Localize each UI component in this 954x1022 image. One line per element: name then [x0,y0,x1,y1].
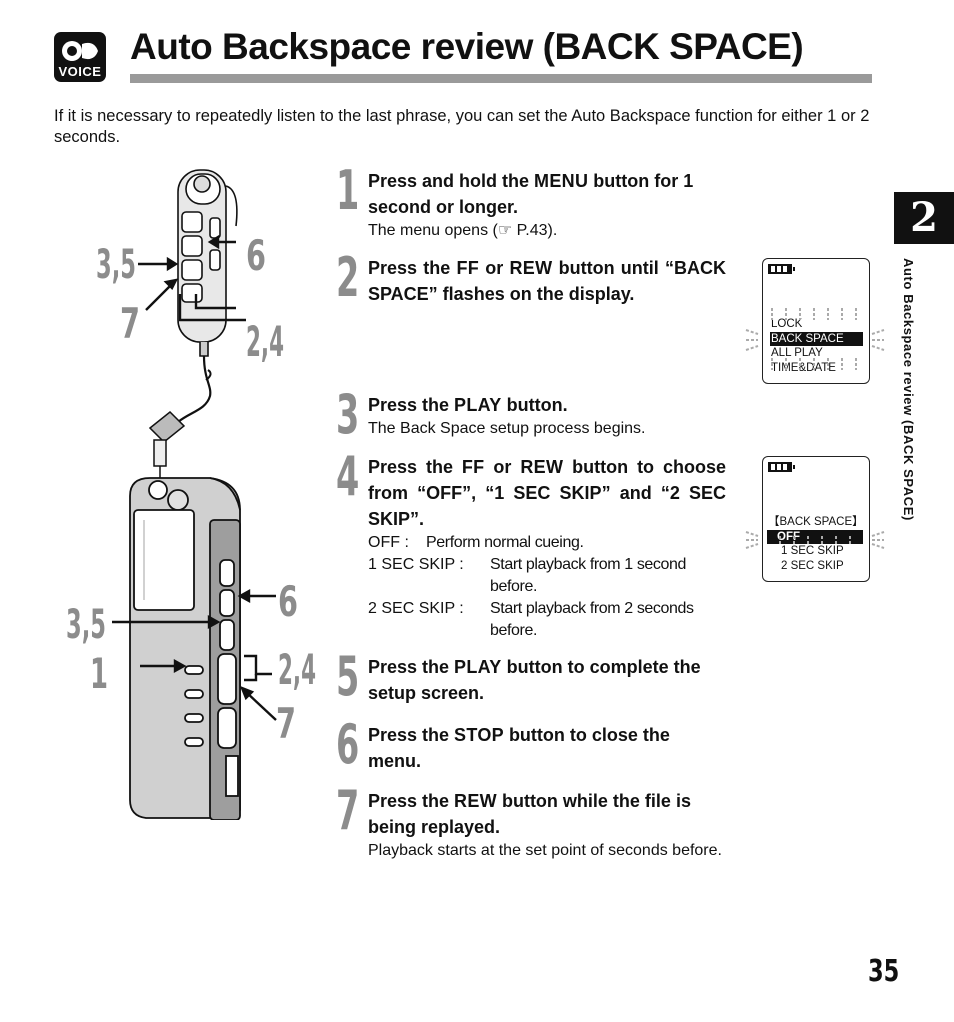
lcd-item-back-space: BACK SPACE [770,331,863,346]
battery-icon [768,264,795,274]
callout-recorder-1: 1 [90,649,108,698]
step-heading: Press and hold the MENU button for 1 sec… [368,171,694,217]
callout-remote-3-5: 3,5 [96,242,136,288]
step-4: 4 Press the FF or REW button to choose f… [334,450,726,642]
lcd-header-back-space: 【BACK SPACE】 [768,516,864,528]
lcd-option-1-sec-skip: 1 SEC SKIP [781,545,844,557]
step-number: 6 [336,713,360,776]
callout-recorder-6: 6 [278,577,298,626]
rew-button-label: REW [509,258,553,278]
step-heading: Press the FF or REW button until “BACK S… [368,258,726,304]
callout-recorder-7: 7 [276,699,296,748]
step-1: 1 Press and hold the MENU button for 1 s… [334,164,726,242]
chapter-tab: 2 [894,192,954,244]
callout-recorder-2-4: 2,4 [278,645,316,694]
step-3: 3 Press the PLAY button. The Back Space … [334,388,726,442]
page-number: 35 [868,954,900,989]
step-number: 3 [336,383,360,446]
callout-recorder-3-5: 3,5 [66,602,106,648]
lcd-backspace-screen: 【BACK SPACE】 OFF 1 SEC SKIP 2 SEC SKIP [762,456,870,582]
play-button-label: PLAY [454,395,502,415]
step-heading: Press the STOP button to close the menu. [368,725,670,771]
step-heading: Press the PLAY button to complete the se… [368,657,701,703]
side-section-label: Auto Backspace review (BACK SPACE) [901,258,916,521]
step-6: 6 Press the STOP button to close the men… [334,718,726,774]
stop-button-label: STOP [454,725,504,745]
intro-paragraph: If it is necessary to repeatedly listen … [54,107,870,146]
step-heading: Press the PLAY button. [368,395,568,415]
step-number: 1 [336,159,360,222]
step-heading: Press the FF or REW button to choose fro… [368,457,726,529]
step-note: Playback starts at the set point of seco… [368,842,722,859]
step-5: 5 Press the PLAY button to complete the … [334,650,726,706]
play-button-label: PLAY [454,657,502,677]
ff-button-label: FF [456,258,480,278]
lcd-item-time-date: TIME&DATE [771,361,836,374]
lcd-option-2-sec-skip: 2 SEC SKIP [781,559,844,572]
option-off: OFF : Perform normal cueing. [368,534,584,551]
logo-text: VOICE [58,64,102,79]
step-heading: Press the REW button while the file is b… [368,791,691,837]
lcd-menu-screen: LOCK BACK SPACE ALL PLAY TIME&DATE [762,258,870,384]
step-number: 5 [336,645,360,708]
pointing-hand-icon: ☞ [497,222,513,239]
step-number: 7 [336,779,360,842]
step-number: 4 [336,445,360,508]
recorder-body [129,477,241,820]
voice-logo: VOICE [54,32,106,82]
title-rule [130,74,872,83]
step-note: The Back Space setup process begins. [368,420,646,437]
lcd-menu-list: LOCK BACK SPACE ALL PLAY TIME&DATE [770,317,863,375]
callout-remote-2-4: 2,4 [246,317,284,366]
option-1-sec-skip: 1 SEC SKIP : Start playback from 1 secon… [368,556,687,595]
recorder-illustration: 3,5 6 7 2,4 6 3,5 1 2,4 7 [66,169,316,820]
battery-icon [768,462,795,472]
rew-button-label: REW [454,791,497,811]
step-number: 2 [336,246,360,309]
lcd-item-lock: LOCK [771,318,803,330]
menu-button-label: MENU [534,171,589,191]
page-title: Auto Backspace review (BACK SPACE) [130,26,804,67]
rew-button-label: REW [520,457,564,477]
step-7: 7 Press the REW button while the file is… [334,784,726,862]
remote-control [177,169,238,357]
callout-remote-6: 6 [246,231,266,280]
step-2: 2 Press the FF or REW button until “BACK… [334,251,726,307]
lcd-option-off: OFF [767,529,863,544]
lcd-item-all-play: ALL PLAY [771,347,823,359]
ff-button-label: FF [461,457,485,477]
voice-face-icon [62,41,98,61]
step-note: The menu opens (☞ P.43). [368,222,558,239]
lcd-option-list: 【BACK SPACE】 OFF 1 SEC SKIP 2 SEC SKIP [767,515,864,573]
callout-remote-7: 7 [120,299,140,348]
option-2-sec-skip: 2 SEC SKIP : Start playback from 2 secon… [368,600,694,639]
